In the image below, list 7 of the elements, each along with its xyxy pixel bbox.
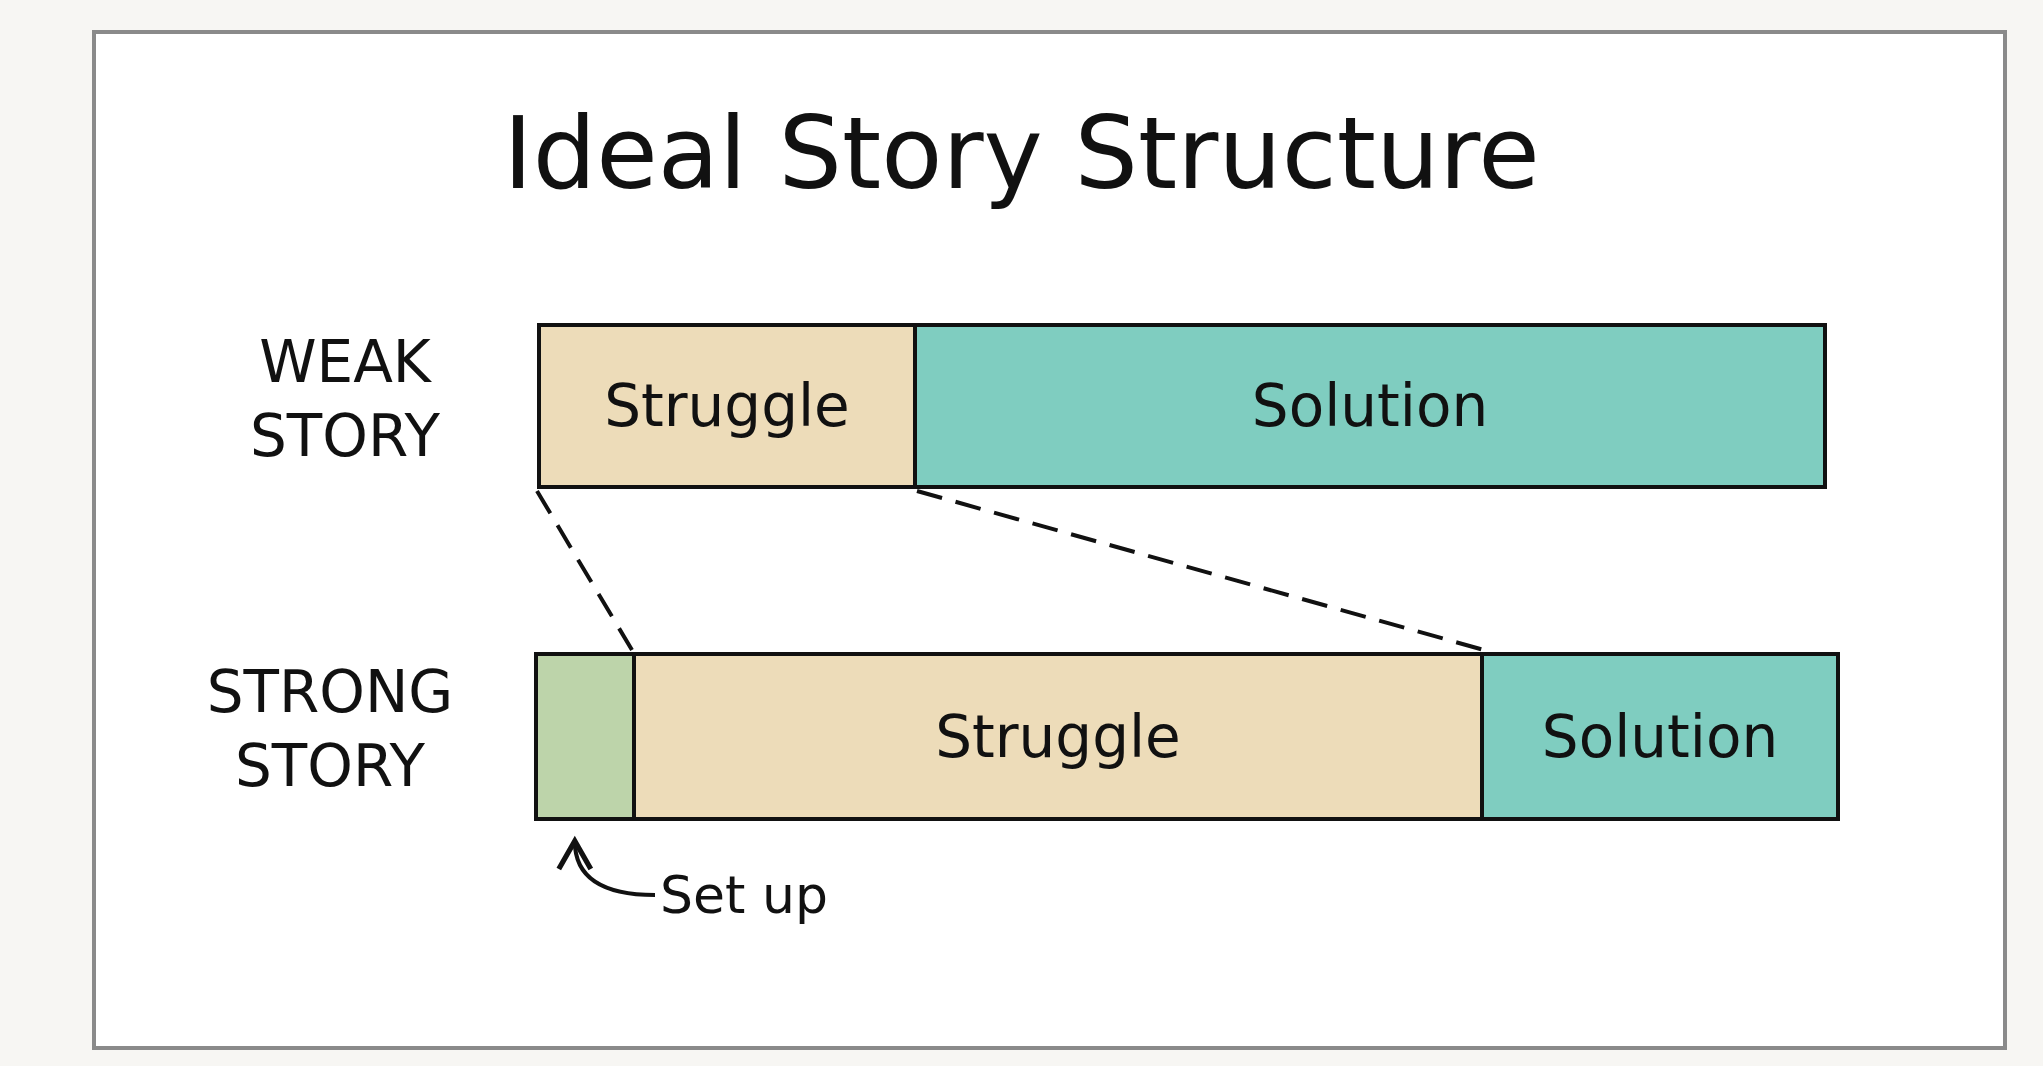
dashed-connector [535,489,634,652]
leader-arrow [558,838,656,897]
annotation-text: Set up [660,865,828,925]
row-label: STRONG STORY [205,657,455,802]
row-label: WEAK STORY [249,327,441,472]
dashed-connector [916,489,1485,652]
title: Ideal Story Structure [502,95,1541,212]
